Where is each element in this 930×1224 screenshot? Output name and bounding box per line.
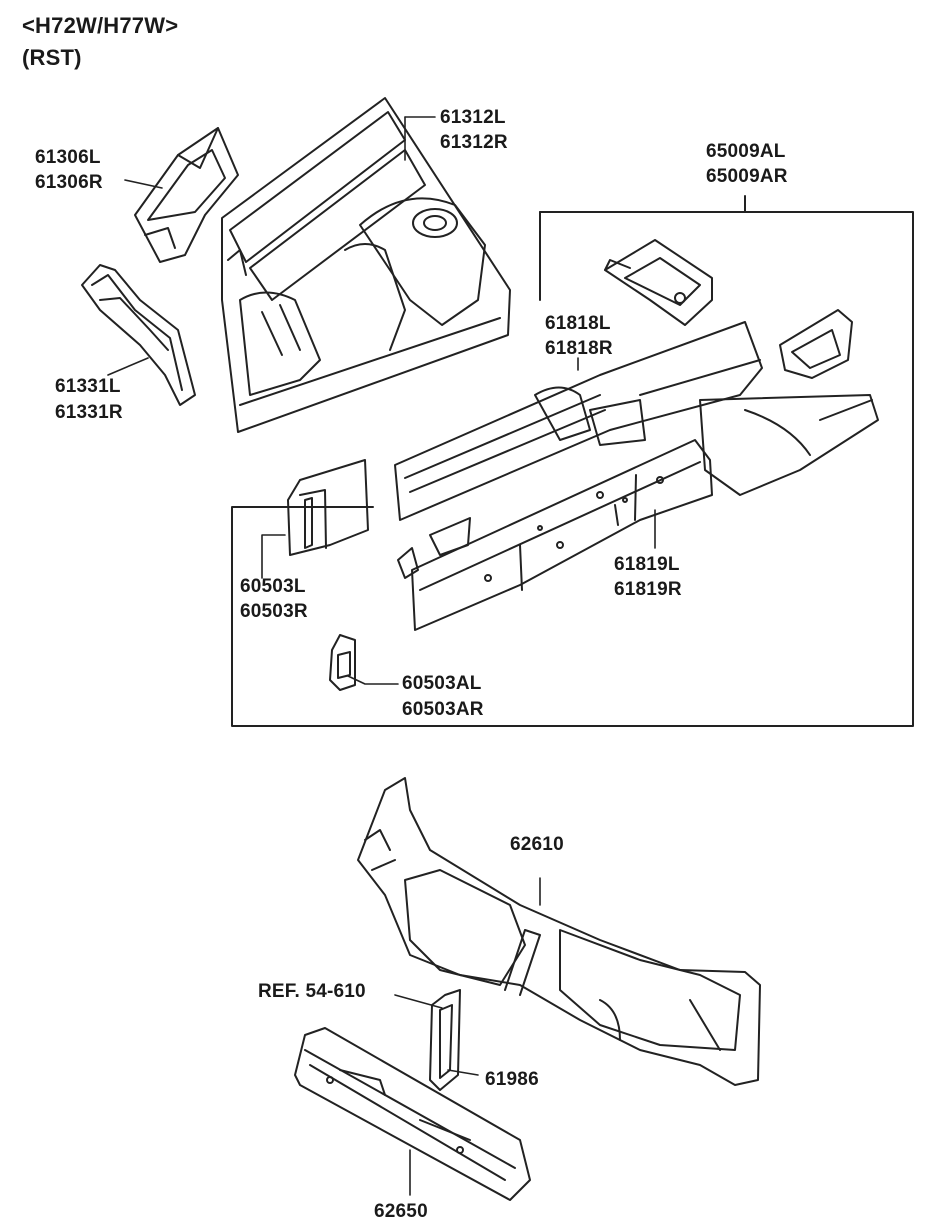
part-label-ref-54-610: REF. 54-610 [258,981,366,1002]
part-label-61818R: 61818R [545,338,613,359]
part-label-61331L: 61331L [55,376,121,397]
part-label-60503AR: 60503AR [402,699,484,720]
part-61986-stay [429,989,461,1091]
part-label-60503AL: 60503AL [402,673,482,694]
part-label-60503L: 60503L [240,576,306,597]
part-61306-bracket [134,127,239,263]
variant-header: (RST) [22,45,82,70]
part-label-61312R: 61312R [440,132,508,153]
part-label-61986: 61986 [485,1069,539,1090]
part-62650-cowl [294,1027,531,1201]
part-label-61819L: 61819L [614,554,680,575]
part-60503A-bracket [329,634,356,691]
part-61818-side-member [394,321,879,521]
part-label-61818L: 61818L [545,313,611,334]
part-label-60503R: 60503R [240,601,308,622]
model-header: <H72W/H77W> [22,13,179,38]
part-62610-dash-panel [357,777,761,1086]
part-label-61331R: 61331R [55,402,123,423]
part-label-61312L: 61312L [440,107,506,128]
part-label-61306L: 61306L [35,147,101,168]
part-label-62650: 62650 [374,1201,428,1222]
leader-lines [107,116,656,1196]
part-65009-bracket-upper [604,239,713,326]
part-label-65009AL: 65009AL [706,141,786,162]
part-label-65009AR: 65009AR [706,166,788,187]
part-65009-bracket-lower [779,309,853,379]
part-60503-reinforcement [287,459,369,556]
part-61819-rail [397,439,713,631]
assembly-bracket-65009 [231,195,914,727]
part-label-62610: 62610 [510,834,564,855]
part-label-61306R: 61306R [35,172,103,193]
part-label-61819R: 61819R [614,579,682,600]
part-61331-member [81,264,196,406]
